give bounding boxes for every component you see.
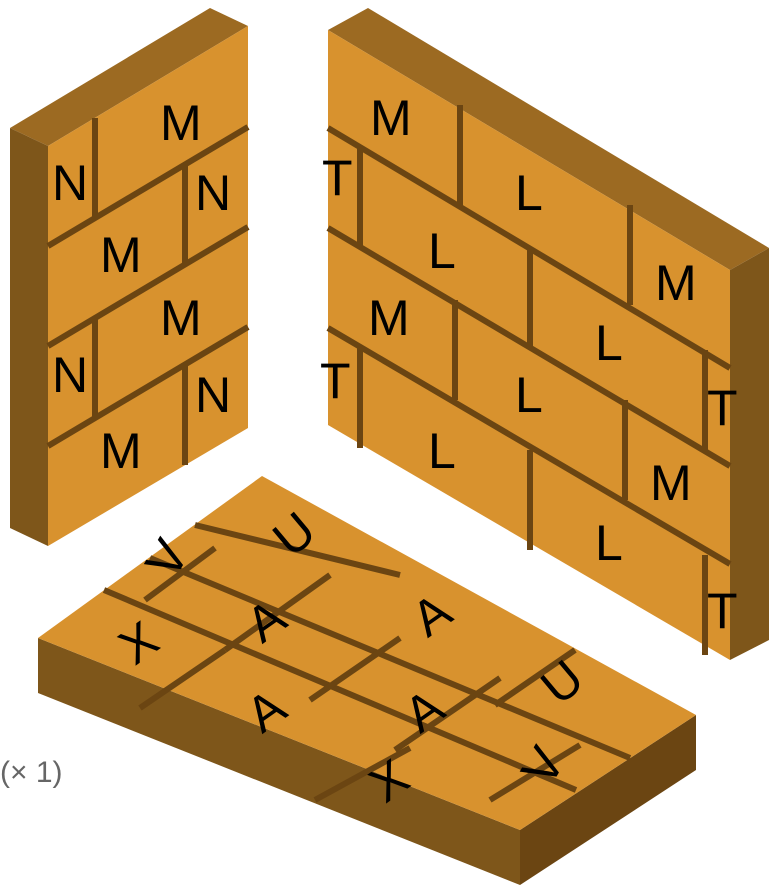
floor-multiplier-label: (× 1) (0, 756, 63, 789)
right-wall-brick-label: M (368, 290, 410, 346)
right-wall-brick-label: T (707, 380, 738, 436)
right-wall-brick-label: L (595, 515, 623, 571)
floor-mortar (102, 522, 632, 803)
right-wall-brick-label: M (650, 455, 692, 511)
left-wall-brick-label: M (100, 423, 142, 479)
left-wall-brick-label: M (100, 227, 142, 283)
floor-side-left (38, 638, 520, 885)
right-wall-brick-label: M (370, 90, 412, 146)
left-wall-brick-label: N (52, 347, 88, 403)
left-wall-side (10, 128, 48, 546)
right-wall-brick-label: L (515, 165, 543, 221)
floor-side-right (520, 715, 696, 885)
floor-top (38, 476, 696, 830)
right-wall-brick-label: T (322, 150, 353, 206)
right-wall-brick-label: L (428, 223, 456, 279)
left-wall-mortar (46, 118, 250, 465)
left-wall-brick-label: M (160, 95, 202, 151)
left-wall-brick-label: N (52, 155, 88, 211)
right-wall: M L T L M M L T L L T M L T (320, 8, 769, 660)
right-wall-side (730, 248, 769, 660)
right-wall-brick-label: L (595, 315, 623, 371)
left-wall-top (10, 8, 248, 146)
right-wall-top (328, 8, 769, 270)
left-wall-brick-label: N (195, 367, 231, 423)
left-wall-brick-label: N (195, 165, 231, 221)
right-wall-mortar (326, 105, 732, 655)
left-wall: M N N M M N N M (10, 8, 250, 546)
right-wall-brick-label: L (428, 423, 456, 479)
left-wall-brick-label: M (160, 290, 202, 346)
right-wall-brick-label: T (320, 353, 351, 409)
right-wall-brick-label: M (655, 255, 697, 311)
right-wall-brick-label: L (515, 367, 543, 423)
right-wall-brick-label: T (707, 583, 738, 639)
